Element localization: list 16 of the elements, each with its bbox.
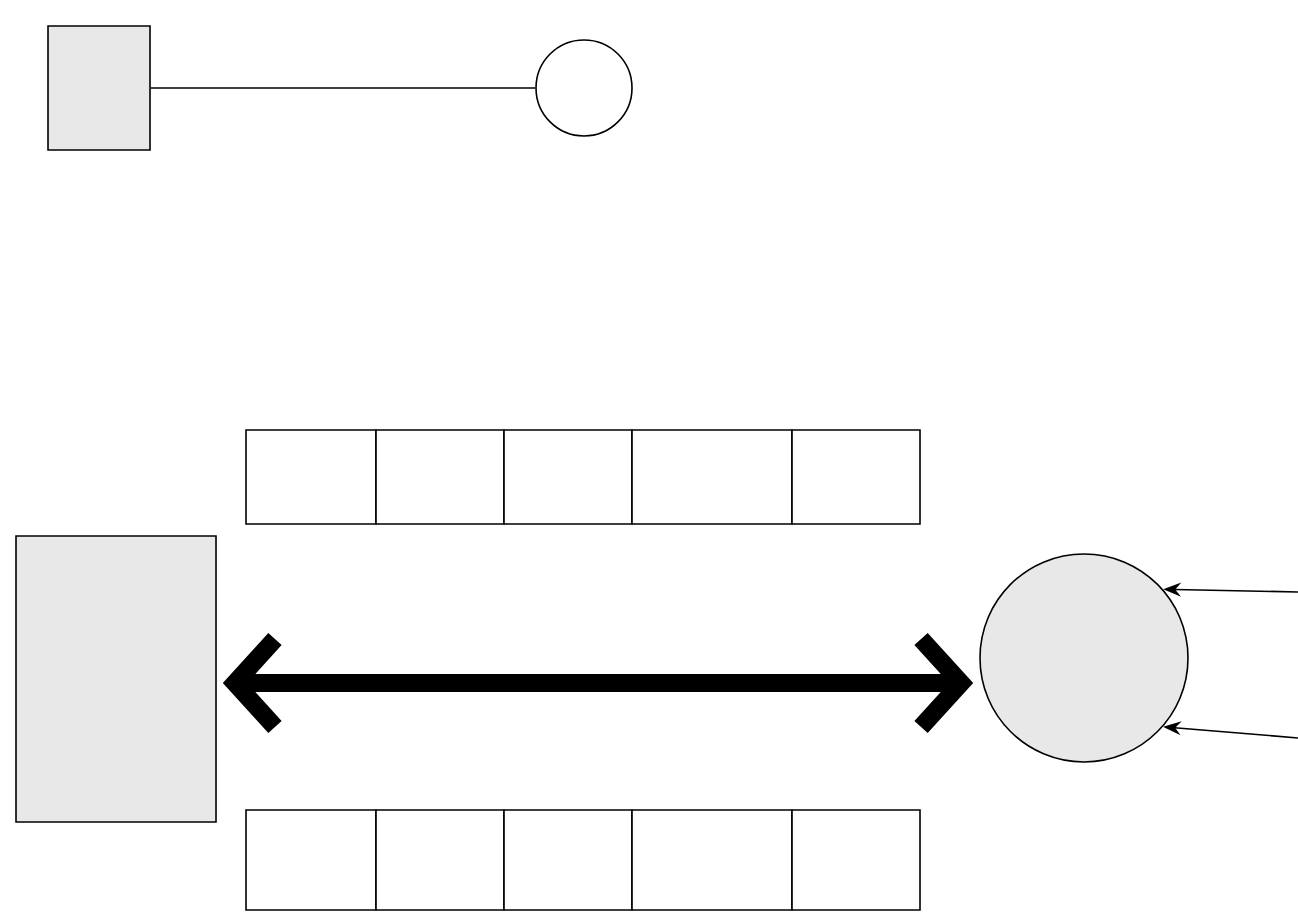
- connector-line: [150, 87, 536, 89]
- double-arrow: [222, 632, 974, 734]
- rectangle-box: [375, 429, 505, 525]
- rectangle-box: [631, 429, 793, 525]
- rectangle-box: [47, 25, 151, 151]
- rectangle-box: [375, 809, 505, 911]
- rectangle-box: [15, 535, 217, 823]
- rectangle-box: [245, 809, 377, 911]
- rectangle-box: [791, 809, 921, 911]
- rectangle-box: [631, 809, 793, 911]
- rectangle-box: [503, 429, 633, 525]
- circle-shape: [979, 553, 1189, 763]
- rectangle-box: [791, 429, 921, 525]
- circle-shape: [535, 39, 633, 137]
- rectangle-box: [245, 429, 377, 525]
- rectangle-box: [503, 809, 633, 911]
